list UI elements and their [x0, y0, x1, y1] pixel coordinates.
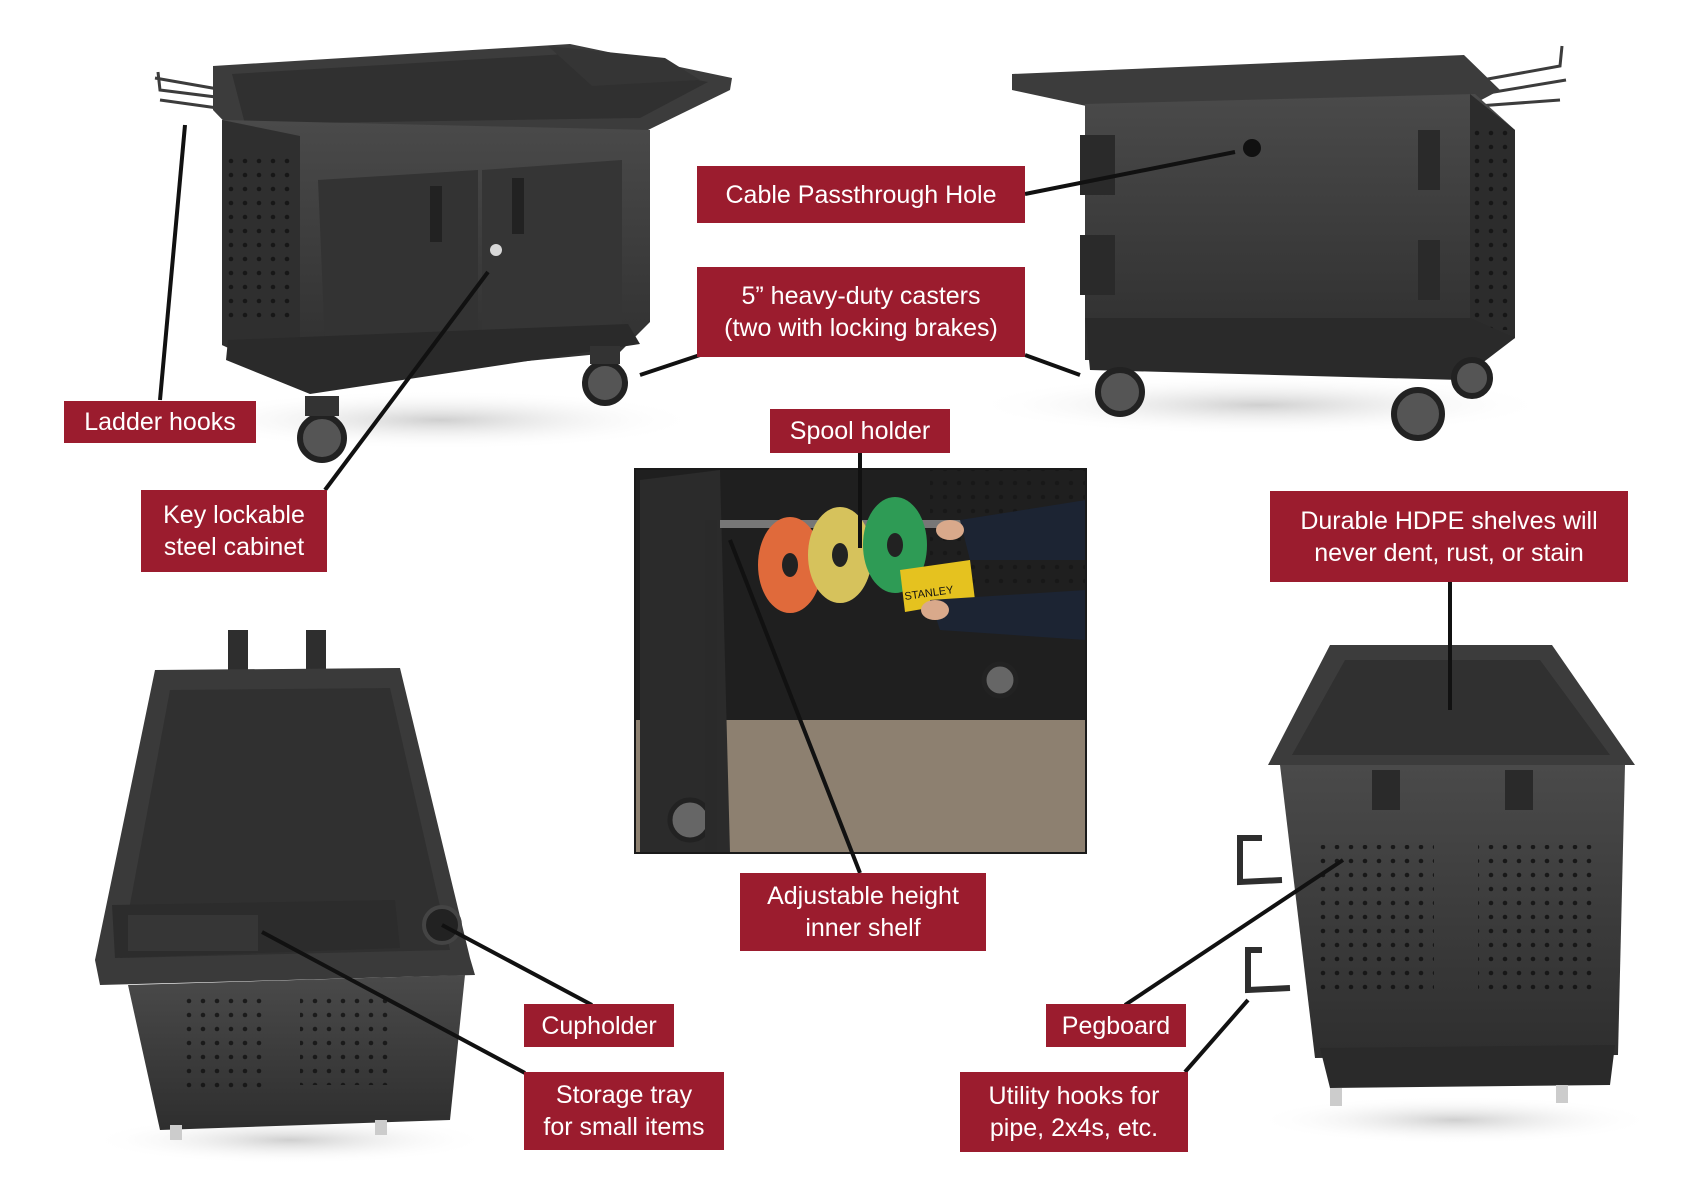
- callout-pegboard: Pegboard: [1046, 1004, 1186, 1047]
- callout-spool-holder: Spool holder: [770, 409, 950, 453]
- callout-utility-hooks: Utility hooks for pipe, 2x4s, etc.: [960, 1072, 1188, 1152]
- leader-casters-right: [1024, 353, 1081, 377]
- leader-ladder-hooks: [158, 124, 187, 401]
- cart-back-view: [970, 45, 1567, 441]
- callout-cable-passthrough-hole: Cable Passthrough Hole: [697, 166, 1025, 223]
- leader-adjustable-shelf: [728, 539, 862, 874]
- leader-cable-hole: [1024, 150, 1236, 196]
- leader-key-lockable: [323, 270, 490, 492]
- leader-pegboard: [1123, 858, 1345, 1007]
- callout-heavy-duty-casters: 5” heavy-duty casters (two with locking …: [697, 267, 1025, 357]
- leader-lines: [158, 124, 1452, 1075]
- leader-casters-left: [639, 353, 701, 377]
- leader-storage-tray: [261, 930, 526, 1075]
- cart-front-view: [154, 44, 732, 463]
- callout-adjustable-inner-shelf: Adjustable height inner shelf: [740, 873, 986, 951]
- callout-storage-tray: Storage tray for small items: [524, 1072, 724, 1150]
- cart-side-view: [1237, 645, 1655, 1144]
- callout-key-lockable-cabinet: Key lockable steel cabinet: [141, 490, 327, 572]
- leader-cupholder: [441, 923, 593, 1007]
- callout-hdpe-shelves: Durable HDPE shelves will never dent, ru…: [1270, 491, 1628, 582]
- cart-top-view: [90, 630, 490, 1164]
- callout-cupholder: Cupholder: [524, 1004, 674, 1047]
- callout-ladder-hooks: Ladder hooks: [64, 401, 256, 443]
- leader-utility-hooks: [1183, 998, 1250, 1074]
